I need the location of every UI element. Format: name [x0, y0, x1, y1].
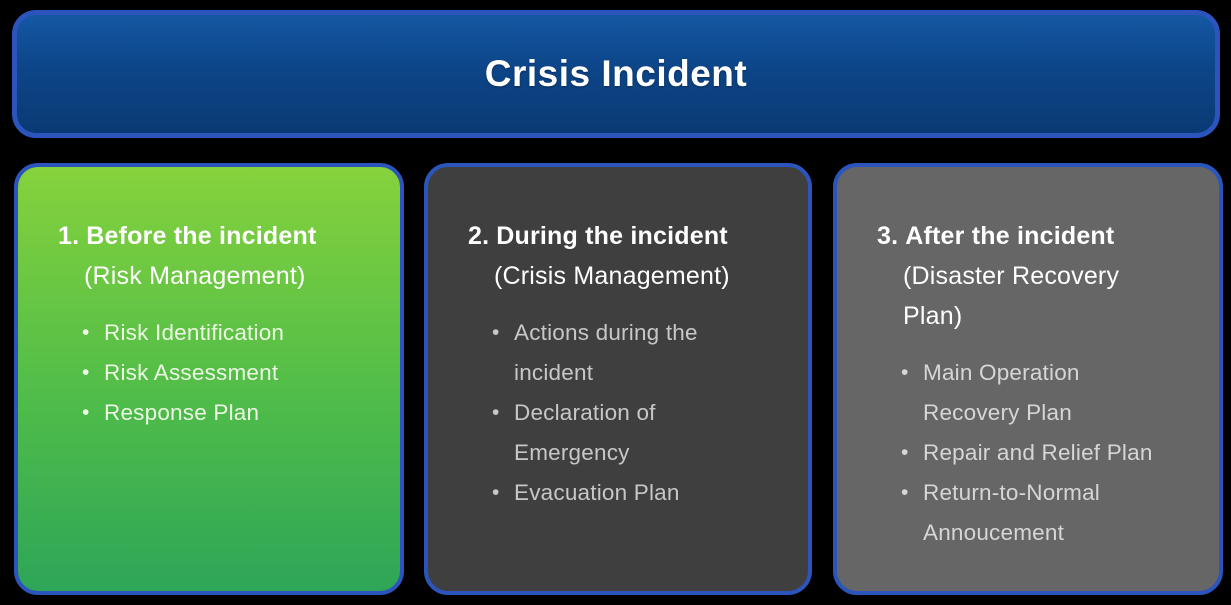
bullet-item: Risk Identification: [80, 313, 348, 353]
card-bullet-list: Main Operation Recovery Plan Repair and …: [877, 353, 1167, 553]
card-before-incident: 1.Before the incident (Risk Management) …: [14, 163, 404, 595]
bullet-item: Return-to-Normal Annoucement: [899, 473, 1167, 553]
card-title-text: During the incident: [496, 222, 728, 250]
card-number: 3.: [877, 222, 899, 250]
card-title-text: After the incident: [905, 222, 1115, 250]
card-title: 1.Before the incident: [58, 216, 354, 256]
card-subtitle: (Risk Management): [84, 262, 306, 290]
page-title: Crisis Incident: [484, 53, 748, 94]
card-title: 2.During the incident: [468, 216, 762, 256]
card-title: 3.After the incident: [877, 216, 1173, 256]
card-title-text: Before the incident: [86, 222, 317, 250]
card-number: 2.: [468, 222, 490, 250]
card-bullet-list: Actions during the incident Declaration …: [468, 313, 758, 513]
bullet-item: Declaration of Emergency: [490, 393, 758, 473]
header-banner: Crisis Incident: [12, 10, 1220, 138]
bullet-item: Response Plan: [80, 393, 348, 433]
bullet-item: Repair and Relief Plan: [899, 433, 1167, 473]
bullet-item: Evacuation Plan: [490, 473, 758, 513]
card-after-incident: 3.After the incident (Disaster Recovery …: [833, 163, 1223, 595]
bullet-item: Risk Assessment: [80, 353, 348, 393]
card-subtitle: (Crisis Management): [494, 262, 730, 290]
card-during-incident: 2.During the incident (Crisis Management…: [424, 163, 812, 595]
bullet-item: Actions during the incident: [490, 313, 758, 393]
card-bullet-list: Risk Identification Risk Assessment Resp…: [58, 313, 348, 433]
bullet-item: Main Operation Recovery Plan: [899, 353, 1167, 433]
card-number: 1.: [58, 222, 80, 250]
card-subtitle: (Disaster Recovery Plan): [903, 262, 1120, 330]
